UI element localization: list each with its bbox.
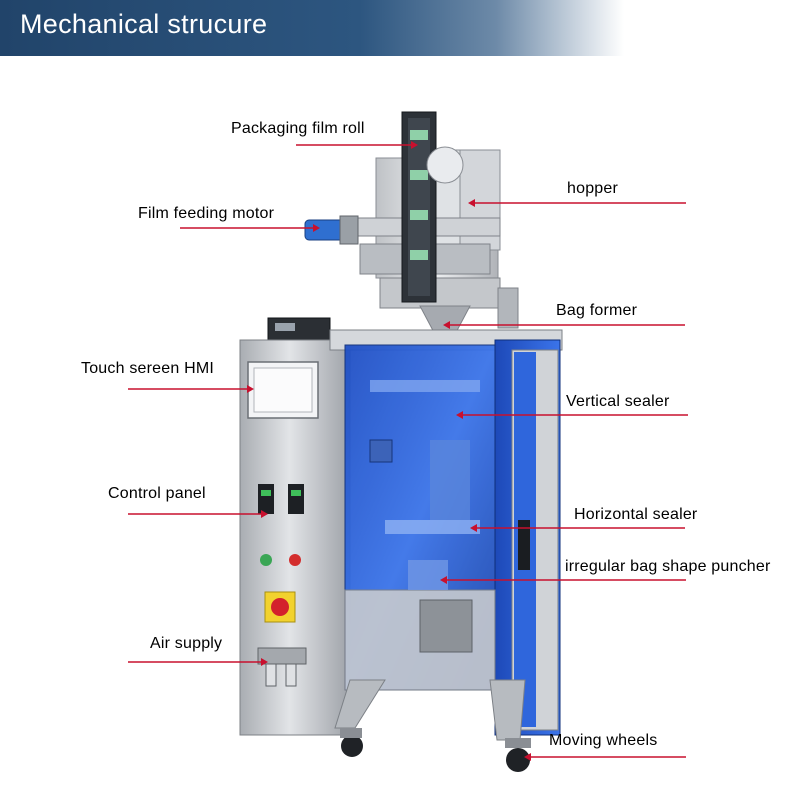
film-roll (401, 111, 464, 303)
label-bag-puncher: irregular bag shape puncher (565, 558, 771, 575)
arrow-film-motor (313, 224, 320, 232)
arrow-moving-wheels (524, 753, 531, 761)
front-panel (247, 361, 319, 623)
label-hopper: hopper (567, 180, 619, 197)
arrow-control-panel (261, 510, 268, 518)
wheels (340, 728, 531, 772)
top-control-box (267, 317, 331, 343)
arrow-vertical-sealer (456, 411, 463, 419)
label-air-supply: Air supply (150, 635, 223, 652)
leader-arrowheads (247, 141, 531, 761)
arrow-film-roll (411, 141, 418, 149)
arrow-bag-former (443, 321, 450, 329)
film-motor (304, 215, 359, 245)
label-film-roll: Packaging film roll (231, 120, 365, 137)
machine-cabinet (239, 329, 563, 741)
label-horizontal-sealer: Horizontal sealer (574, 506, 698, 523)
label-film-motor: Film feeding motor (138, 205, 275, 222)
label-moving-wheels: Moving wheels (549, 732, 658, 749)
label-touch-hmi: Touch sereen HMI (81, 360, 215, 377)
page-title: Mechanical strucure (20, 9, 268, 39)
title-banner: Mechanical strucure (0, 0, 800, 56)
label-vertical-sealer: Vertical sealer (566, 393, 670, 410)
arrow-air-supply (261, 658, 268, 666)
arrow-bag-puncher (440, 576, 447, 584)
label-bag-former: Bag former (556, 302, 638, 319)
leader-lines (128, 144, 688, 758)
air-supply-unit (257, 647, 307, 687)
arrow-touch-hmi (247, 385, 254, 393)
arrow-hopper (468, 199, 475, 207)
arrow-horizontal-sealer (470, 524, 477, 532)
label-control-panel: Control panel (108, 485, 206, 502)
